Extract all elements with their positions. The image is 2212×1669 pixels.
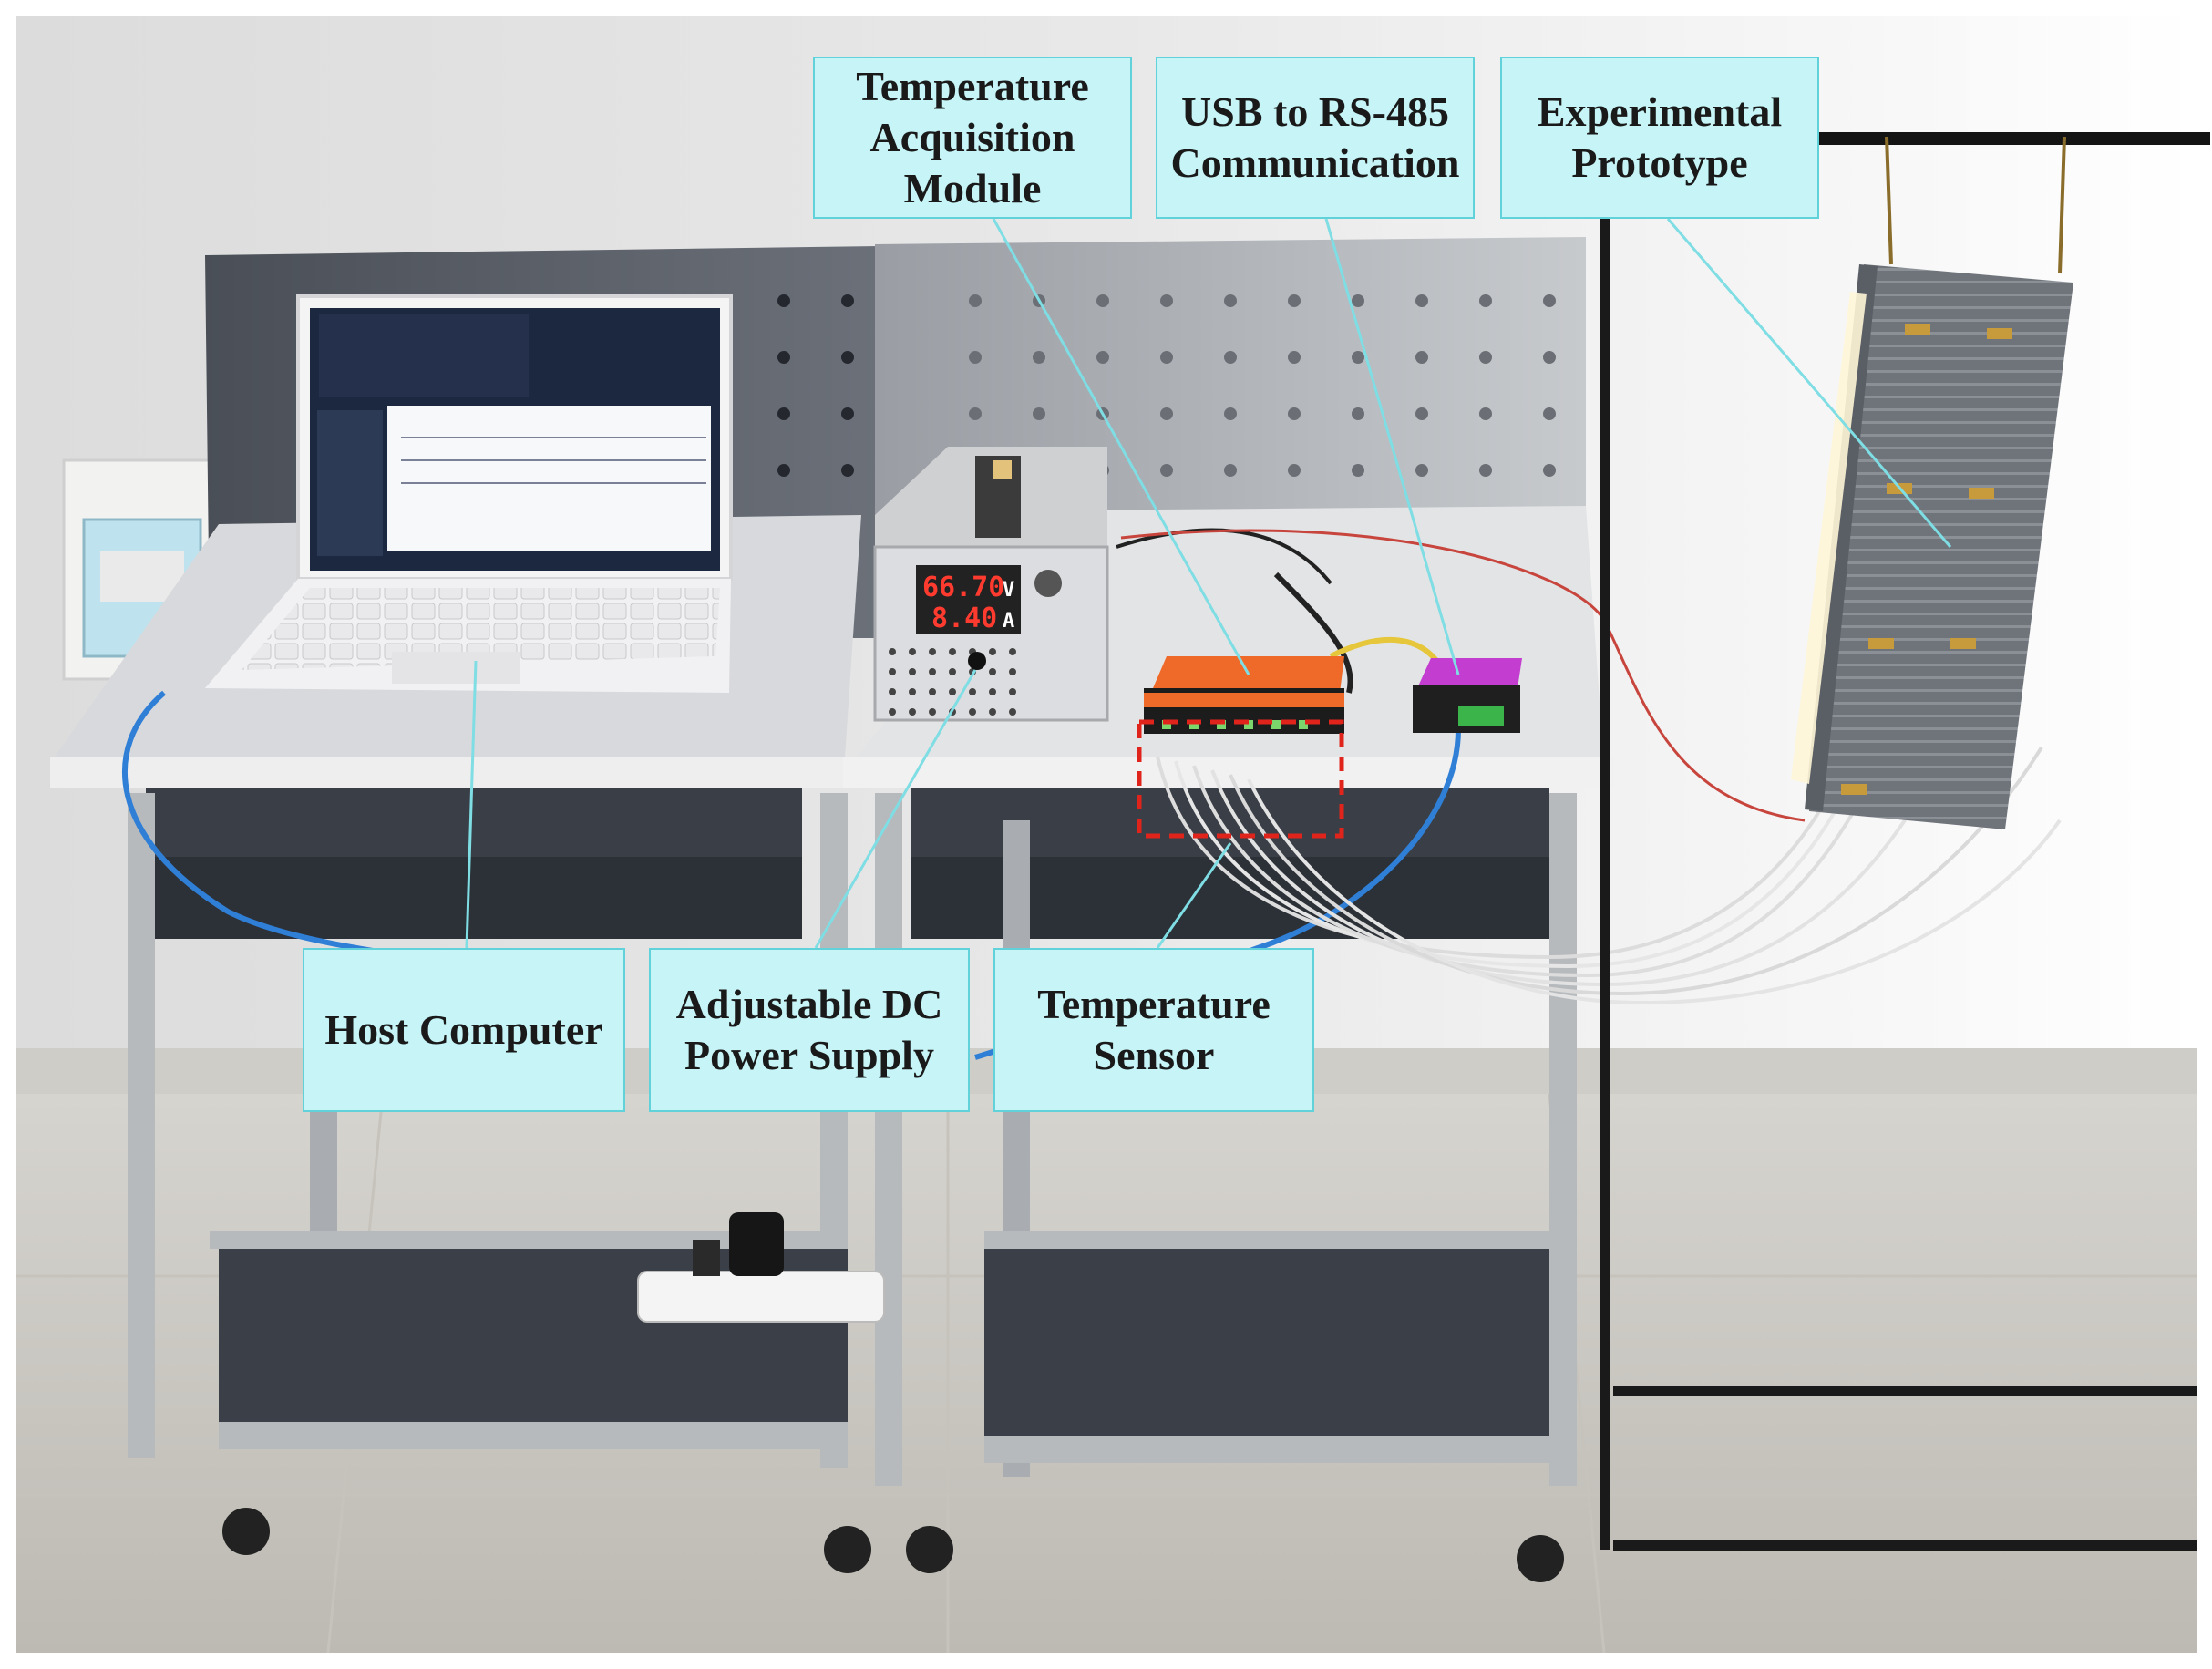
label-experimental-prototype: Experimental Prototype — [1500, 57, 1819, 219]
caster-wheels — [222, 1508, 1564, 1582]
label-host-computer: Host Computer — [303, 948, 625, 1112]
current-readout: 8.40 — [931, 603, 997, 634]
label-usb-to-rs485-communication: USB to RS-485 Communication — [1156, 57, 1475, 219]
label-adjustable-dc-power-supply: Adjustable DC Power Supply — [649, 948, 970, 1112]
usb-rs485-module — [1413, 658, 1522, 733]
temperature-sensor-highlight — [1137, 719, 1344, 839]
thermocouple-tapes — [1841, 324, 2012, 795]
current-unit: A — [1003, 610, 1014, 633]
label-temperature-acquisition-module: Temperature Acquisition Module — [813, 57, 1132, 219]
power-strip — [637, 1212, 885, 1323]
laptop-host-computer — [205, 294, 733, 693]
dc-power-supply: 66.70 V 8.40 A — [873, 447, 1109, 722]
leader-lines — [465, 218, 1952, 949]
voltage-unit: V — [1003, 579, 1014, 602]
label-temperature-sensor: Temperature Sensor — [993, 948, 1314, 1112]
experimental-prototype — [1600, 132, 2210, 1551]
table-right — [843, 506, 1613, 1486]
voltage-readout: 66.70 — [922, 572, 1004, 603]
